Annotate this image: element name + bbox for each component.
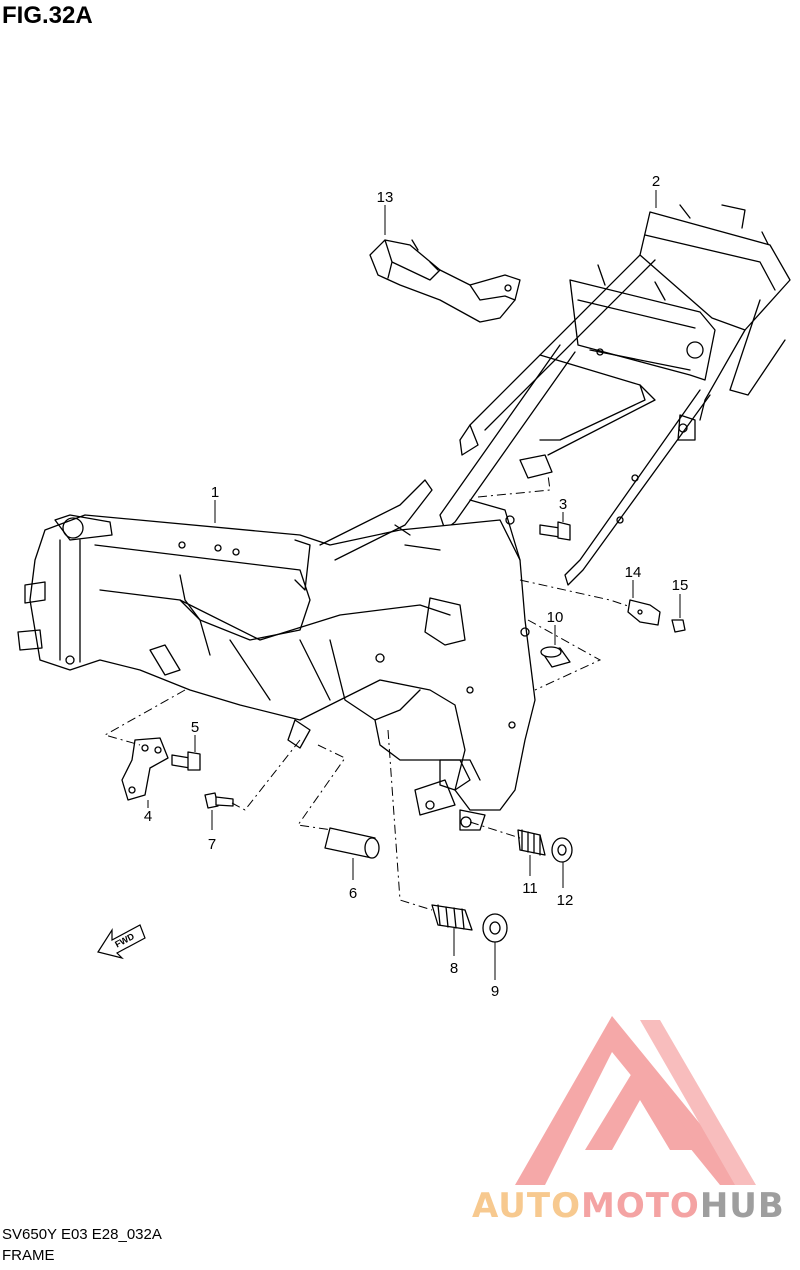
callout-12: 12 bbox=[557, 892, 574, 909]
callout-13: 13 bbox=[377, 189, 394, 206]
bracket-14 bbox=[627, 599, 661, 626]
assembly-lines bbox=[103, 474, 629, 911]
watermark-text: AUTOMOTOHUB bbox=[472, 1186, 785, 1226]
spacer-6 bbox=[324, 827, 380, 859]
diagram-name: FRAME bbox=[2, 1247, 55, 1264]
callout-4: 4 bbox=[144, 808, 152, 825]
bushing-11 bbox=[517, 829, 546, 856]
bolt-15 bbox=[671, 619, 686, 633]
callout-2: 2 bbox=[652, 173, 660, 190]
bracket-4 bbox=[121, 737, 169, 801]
bolt-3 bbox=[539, 521, 571, 541]
main-frame bbox=[17, 479, 536, 831]
nut-9 bbox=[482, 913, 508, 943]
callout-labels: 1 2 3 4 5 6 7 8 9 10 11 12 13 14 15 bbox=[144, 173, 689, 1000]
callout-5: 5 bbox=[191, 719, 199, 736]
diagram-code: SV650Y E03 E28_032A bbox=[2, 1226, 162, 1243]
callout-7: 7 bbox=[208, 836, 216, 853]
callout-8: 8 bbox=[450, 960, 458, 977]
bolt-7 bbox=[204, 792, 234, 809]
callout-1: 1 bbox=[211, 484, 219, 501]
watermark-auto: AUTO bbox=[472, 1186, 581, 1226]
bushing-8 bbox=[431, 904, 473, 931]
seat-bracket bbox=[369, 239, 521, 323]
callout-3: 3 bbox=[559, 496, 567, 513]
callout-14: 14 bbox=[625, 564, 642, 581]
callout-9: 9 bbox=[491, 983, 499, 1000]
leader-lines bbox=[147, 190, 681, 980]
forward-arrow-icon: FWD bbox=[97, 924, 146, 960]
callout-6: 6 bbox=[349, 885, 357, 902]
watermark-logo bbox=[515, 1016, 756, 1185]
nut-12 bbox=[551, 837, 573, 863]
callout-10: 10 bbox=[547, 609, 564, 626]
watermark-hub: HUB bbox=[699, 1186, 785, 1226]
callout-11: 11 bbox=[522, 880, 538, 897]
callout-15: 15 bbox=[672, 577, 689, 594]
watermark-moto: MOTO bbox=[580, 1186, 700, 1226]
figure-title: FIG.32A bbox=[2, 2, 93, 29]
bolt-5 bbox=[171, 751, 201, 771]
collar-10 bbox=[540, 646, 571, 668]
